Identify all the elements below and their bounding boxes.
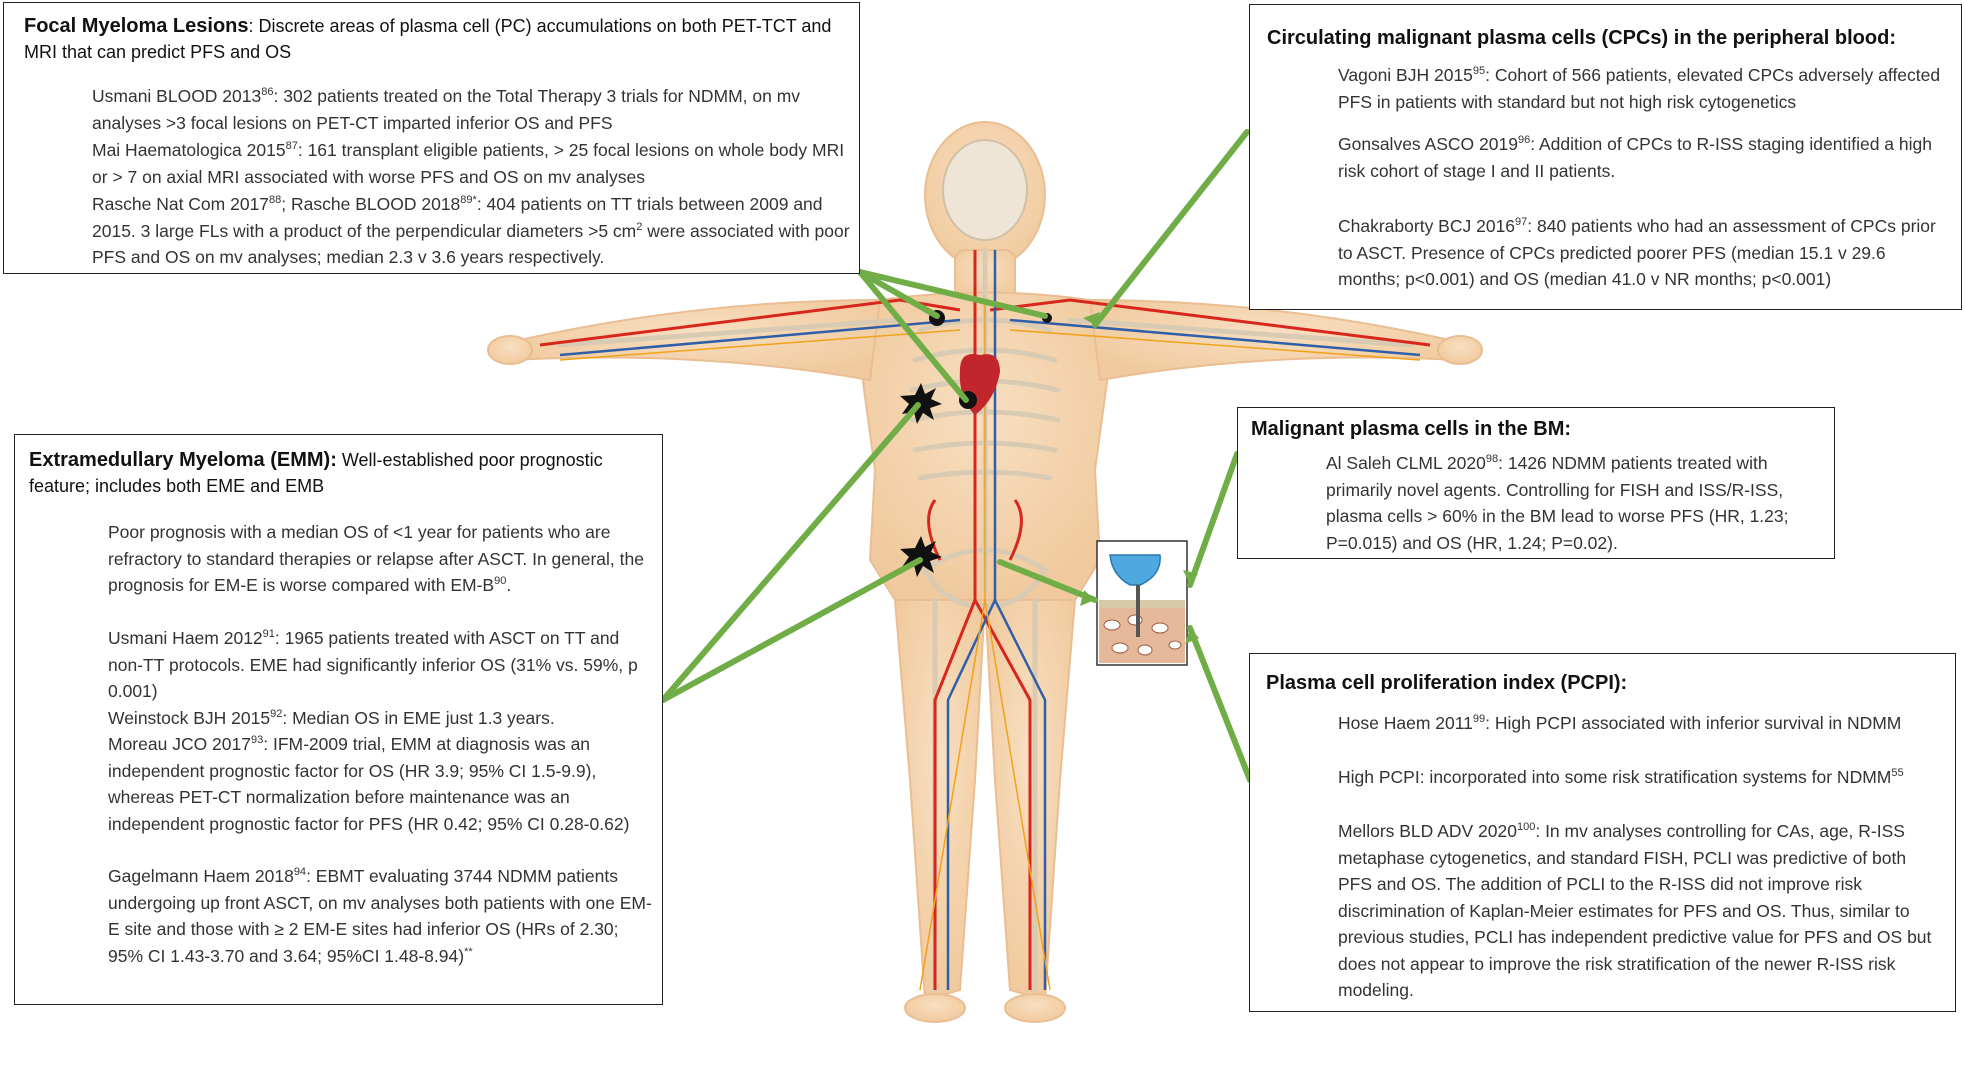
bm-entry-1: Al Saleh CLML 202098: 1426 NDMM patients… xyxy=(1326,450,1821,556)
pcpi-entry-3: Mellors BLD ADV 2020100: In mv analyses … xyxy=(1338,818,1938,1004)
ref: Gonsalves ASCO 2019 xyxy=(1338,134,1518,154)
ref: Rasche Nat Com 2017 xyxy=(92,194,270,214)
cpc-box: Circulating malignant plasma cells (CPCs… xyxy=(1249,4,1962,310)
citation: 99 xyxy=(1472,713,1486,726)
pcpi-title: Plasma cell proliferation index (PCPI): xyxy=(1266,672,1628,694)
focal-entry-2: Mai Haematologica 201587: 161 transplant… xyxy=(92,137,852,190)
citation: 55 xyxy=(1891,767,1904,780)
ref: Weinstock BJH 2015 xyxy=(108,708,271,728)
entry-text: : 161 transplant eligible patients, > 25… xyxy=(92,140,845,187)
citation: 98 xyxy=(1485,453,1499,466)
citation: 100 xyxy=(1516,821,1536,834)
pcpi-box: Plasma cell proliferation index (PCPI): … xyxy=(1249,653,1956,1012)
emm-entry-1: Poor prognosis with a median OS of <1 ye… xyxy=(108,519,653,599)
ref: Chakraborty BCJ 2016 xyxy=(1338,216,1516,236)
focal-myeloma-box: Focal Myeloma Lesions: Discrete areas of… xyxy=(3,2,860,274)
cpc-entry-1: Vagoni BJH 201595: Cohort of 566 patient… xyxy=(1338,62,1948,115)
entry-text: : 1965 patients treated with ASCT on TT … xyxy=(108,628,638,701)
entry-text: : 302 patients treated on the Total Ther… xyxy=(92,86,801,133)
citation: ** xyxy=(464,945,473,958)
emm-entry-2: Usmani Haem 201291: 1965 patients treate… xyxy=(108,625,653,705)
emm-entry-4: Moreau JCO 201793: IFM-2009 trial, EMM a… xyxy=(108,731,653,837)
citation: 89* xyxy=(460,194,477,207)
ref: Usmani Haem 2012 xyxy=(108,628,263,648)
citation: 90 xyxy=(494,575,507,588)
ref: High PCPI xyxy=(1338,767,1420,787)
bm-title: Malignant plasma cells in the BM: xyxy=(1251,418,1572,440)
emm-entry-3: Weinstock BJH 201592: Median OS in EME j… xyxy=(108,705,653,732)
entry-text: : High PCPI associated with inferior sur… xyxy=(1485,713,1902,733)
ref: Hose Haem 2011 xyxy=(1338,713,1473,733)
focal-entry-3: Rasche Nat Com 201788; Rasche BLOOD 2018… xyxy=(92,191,852,271)
entry-text: : In mv analyses controlling for CAs, ag… xyxy=(1338,821,1932,1000)
citation: 87 xyxy=(285,140,298,153)
ref: Mai Haematologica 2015 xyxy=(92,140,286,160)
citation: 93 xyxy=(251,734,264,747)
pcpi-entry-1: Hose Haem 201199: High PCPI associated w… xyxy=(1338,710,1938,737)
citation: 95 xyxy=(1472,65,1486,78)
citation: 96 xyxy=(1517,134,1531,147)
citation: 91 xyxy=(262,628,275,641)
ref: Al Saleh CLML 2020 xyxy=(1326,453,1486,473)
citation: 86 xyxy=(261,86,274,99)
bone-marrow-inset xyxy=(1096,540,1188,666)
entry-text: ; Rasche BLOOD 2018 xyxy=(281,194,461,214)
emm-title-suffix: Well-established poor prognostic feature… xyxy=(29,450,603,496)
citation: 94 xyxy=(293,866,307,879)
entry-text: Poor prognosis with a median OS of <1 ye… xyxy=(108,522,644,595)
entry-text: : incorporated into some risk stratifica… xyxy=(1419,767,1892,787)
arrowheads xyxy=(1080,312,1199,644)
ref: Usmani BLOOD 2013 xyxy=(92,86,262,106)
ref: Moreau JCO 2017 xyxy=(108,734,251,754)
cpc-title: Circulating malignant plasma cells (CPCs… xyxy=(1267,27,1896,49)
entry-text: : 840 patients who had an assessment of … xyxy=(1338,216,1936,289)
entry-text: . xyxy=(506,575,512,595)
nerves xyxy=(559,300,1421,991)
citation: 97 xyxy=(1515,216,1528,229)
superscript: 2 xyxy=(636,220,643,233)
entry-text: : 1426 NDMM patients treated with primar… xyxy=(1326,453,1789,553)
pcpi-entry-2: High PCPI: incorporated into some risk s… xyxy=(1338,764,1938,791)
focal-title-bold: Focal Myeloma Lesions xyxy=(24,15,249,37)
focal-title-suffix: : Discrete areas of plasma cell (PC) acc… xyxy=(24,16,832,62)
ref: Gagelmann Haem 2018 xyxy=(108,866,294,886)
arrows xyxy=(660,129,1253,783)
ref: Mellors BLD ADV 2020 xyxy=(1338,821,1517,841)
entry-text: : 404 patients on TT trials between 2009… xyxy=(92,194,823,241)
focal-entry-1: Usmani BLOOD 201386: 302 patients treate… xyxy=(92,83,852,136)
citation: 92 xyxy=(270,708,283,721)
bm-box: Malignant plasma cells in the BM: Al Sal… xyxy=(1237,407,1835,559)
emm-entry-5: Gagelmann Haem 201894: EBMT evaluating 3… xyxy=(108,863,653,969)
entry-text: : Median OS in EME just 1.3 years. xyxy=(282,708,555,728)
cpc-entry-3: Chakraborty BCJ 201697: 840 patients who… xyxy=(1338,213,1948,293)
entry-text: were associated with poor PFS and OS on … xyxy=(92,220,850,268)
emm-box: Extramedullary Myeloma (EMM): Well-estab… xyxy=(14,434,663,1005)
ref: Vagoni BJH 2015 xyxy=(1338,65,1473,85)
entry-text: : Addition of CPCs to R-ISS staging iden… xyxy=(1338,134,1932,181)
entry-text: : EBMT evaluating 3744 NDMM patients und… xyxy=(108,866,652,966)
emm-title-bold: Extramedullary Myeloma (EMM): xyxy=(29,449,337,471)
entry-text: : Cohort of 566 patients, elevated CPCs … xyxy=(1338,65,1941,112)
citation: 88 xyxy=(269,194,282,207)
focal-title: Focal Myeloma Lesions: Discrete areas of… xyxy=(24,13,844,65)
cpc-entry-2: Gonsalves ASCO 201996: Addition of CPCs … xyxy=(1338,131,1948,184)
emm-title: Extramedullary Myeloma (EMM): Well-estab… xyxy=(29,447,639,499)
entry-text: : IFM-2009 trial, EMM at diagnosis was a… xyxy=(108,734,630,834)
